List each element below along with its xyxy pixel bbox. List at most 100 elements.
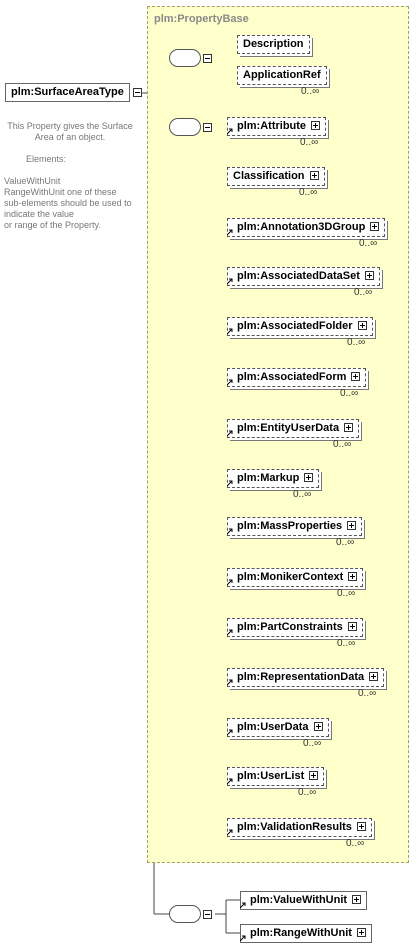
element-plm-monikercontext[interactable]: plm:MonikerContext <box>227 568 364 587</box>
element-label: plm:ValueWithUnit <box>250 894 348 906</box>
element-label: plm:RangeWithUnit <box>250 927 352 939</box>
occurrence-label: 0..∞ <box>293 489 312 500</box>
occurrence-label: 0..∞ <box>300 137 319 148</box>
expand-icon[interactable] <box>370 222 380 231</box>
element-plm-userdata[interactable]: plm:UserData <box>227 718 329 737</box>
reference-arrow-icon <box>227 729 233 735</box>
expand-icon[interactable] <box>357 321 367 330</box>
expand-icon[interactable] <box>352 895 362 904</box>
occurrence-label: 0..∞ <box>358 688 377 699</box>
element-label: plm:ValidationResults <box>237 821 352 833</box>
collapse-root-icon[interactable] <box>133 88 142 97</box>
property-base-title: plm:PropertyBase <box>154 13 249 25</box>
element-plm-rangewithunit[interactable]: plm:RangeWithUnit <box>240 924 372 943</box>
occurrence-label: 0..∞ <box>298 787 317 798</box>
collapse-sequence-attributes-icon[interactable] <box>203 123 212 132</box>
occurrence-label: 0..∞ <box>299 187 318 198</box>
element-label: ApplicationRef <box>243 69 321 81</box>
expand-icon[interactable] <box>344 423 354 432</box>
reference-arrow-icon <box>227 480 233 486</box>
element-label: plm:MonikerContext <box>237 571 344 583</box>
reference-arrow-icon <box>227 379 233 385</box>
expand-icon[interactable] <box>364 271 374 280</box>
reference-arrow-icon <box>227 278 233 284</box>
element-description[interactable]: Description <box>237 35 310 54</box>
occurrence-label: 0..∞ <box>354 287 373 298</box>
occurrence-label: 0..∞ <box>336 537 355 548</box>
element-label: plm:UserList <box>237 770 305 782</box>
occurrence-label: 0..∞ <box>333 439 352 450</box>
element-plm-entityuserdata[interactable]: plm:EntityUserData <box>227 419 360 438</box>
reference-arrow-icon <box>240 902 246 908</box>
occurrence-label: 0..∞ <box>347 337 366 348</box>
reference-arrow-icon <box>227 579 233 585</box>
expand-icon[interactable] <box>309 771 319 780</box>
collapse-sequence-header-icon[interactable] <box>203 54 212 63</box>
element-plm-representationdata[interactable]: plm:RepresentationData <box>227 668 385 687</box>
doc-paragraph-elements: Elements: <box>26 154 67 164</box>
root-element-label: plm:SurfaceAreaType <box>11 86 124 98</box>
reference-arrow-icon <box>227 229 233 235</box>
expand-icon[interactable] <box>311 121 321 130</box>
element-plm-annotation3dgroup[interactable]: plm:Annotation3DGroup <box>227 218 386 237</box>
reference-arrow-icon <box>227 679 233 685</box>
element-plm-valuewithunit[interactable]: plm:ValueWithUnit <box>240 891 368 910</box>
expand-icon[interactable] <box>309 171 319 180</box>
occurrence-label: 0..∞ <box>340 388 359 399</box>
occurrence-label: 0..∞ <box>303 738 322 749</box>
expand-icon[interactable] <box>347 521 357 530</box>
choice-compositor-value[interactable] <box>169 905 201 923</box>
expand-icon[interactable] <box>369 672 379 681</box>
sequence-compositor-attributes[interactable] <box>169 118 201 136</box>
expand-icon[interactable] <box>313 722 323 731</box>
element-plm-associateddataset[interactable]: plm:AssociatedDataSet <box>227 267 380 286</box>
element-label: plm:AssociatedDataSet <box>237 270 360 282</box>
element-plm-userlist[interactable]: plm:UserList <box>227 767 325 786</box>
element-plm-massproperties[interactable]: plm:MassProperties <box>227 517 363 536</box>
element-plm-partconstraints[interactable]: plm:PartConstraints <box>227 618 363 637</box>
reference-arrow-icon <box>227 778 233 784</box>
element-label: plm:UserData <box>237 721 309 733</box>
doc-paragraph-choice: ValueWithUnit RangeWithUnit one of these… <box>4 176 132 230</box>
reference-arrow-icon <box>227 430 233 436</box>
expand-icon[interactable] <box>351 372 361 381</box>
expand-icon[interactable] <box>356 822 366 831</box>
element-label: plm:PartConstraints <box>237 621 343 633</box>
reference-arrow-icon <box>227 328 233 334</box>
reference-arrow-icon <box>240 935 246 941</box>
element-label: Classification <box>233 170 305 182</box>
element-plm-validationresults[interactable]: plm:ValidationResults <box>227 818 372 837</box>
collapse-choice-icon[interactable] <box>203 910 212 919</box>
occurrence-label: 0..∞ <box>301 86 320 97</box>
element-plm-attribute[interactable]: plm:Attribute <box>227 117 327 136</box>
expand-icon[interactable] <box>347 622 357 631</box>
documentation-annotation: This Property gives the Surface Area of … <box>4 121 136 242</box>
occurrence-label: 0..∞ <box>346 838 365 849</box>
reference-arrow-icon <box>227 128 233 134</box>
element-applicationref[interactable]: ApplicationRef <box>237 66 327 85</box>
occurrence-label: 0..∞ <box>337 588 356 599</box>
element-label: plm:Markup <box>237 472 300 484</box>
reference-arrow-icon <box>227 528 233 534</box>
element-label: plm:AssociatedForm <box>237 371 347 383</box>
expand-icon[interactable] <box>356 928 366 937</box>
element-plm-associatedfolder[interactable]: plm:AssociatedFolder <box>227 317 373 336</box>
root-element-plm-surfaceareatype[interactable]: plm:SurfaceAreaType <box>5 83 130 102</box>
occurrence-label: 0..∞ <box>337 638 356 649</box>
element-plm-associatedform[interactable]: plm:AssociatedForm <box>227 368 367 387</box>
expand-icon[interactable] <box>348 572 358 581</box>
element-label: plm:EntityUserData <box>237 422 340 434</box>
element-label: plm:AssociatedFolder <box>237 320 353 332</box>
expand-icon[interactable] <box>304 473 314 482</box>
element-label: plm:MassProperties <box>237 520 343 532</box>
doc-paragraph-summary: This Property gives the Surface Area of … <box>7 121 133 142</box>
element-label: plm:Attribute <box>237 120 307 132</box>
reference-arrow-icon <box>227 629 233 635</box>
occurrence-label: 0..∞ <box>359 238 378 249</box>
element-label: plm:Annotation3DGroup <box>237 221 366 233</box>
reference-arrow-icon <box>227 829 233 835</box>
element-label: Description <box>243 38 304 50</box>
element-plm-markup[interactable]: plm:Markup <box>227 469 320 488</box>
element-classification[interactable]: Classification <box>227 167 325 186</box>
sequence-compositor-header[interactable] <box>169 49 201 67</box>
